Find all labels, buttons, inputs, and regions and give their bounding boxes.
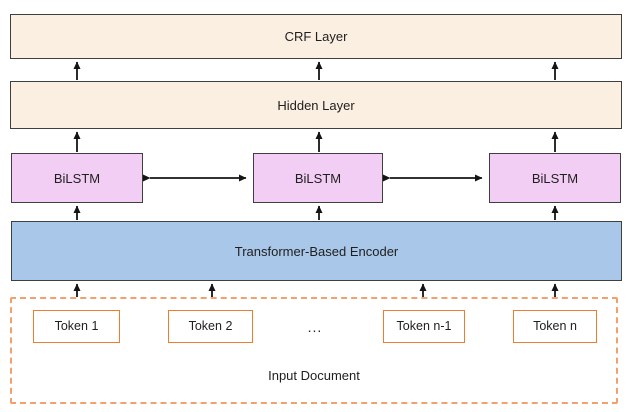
arrows-encoder-to-bilstm: [73, 205, 559, 220]
bilstm-right-label: BiLSTM: [531, 170, 579, 186]
token-n-label: Token n: [533, 319, 577, 334]
transformer-encoder-label: Transformer-Based Encoder: [234, 243, 399, 259]
node-token-2: Token 2: [168, 310, 253, 343]
token-1-label: Token 1: [54, 319, 99, 334]
hidden-layer-label: Hidden Layer: [277, 97, 355, 113]
node-crf-layer: CRF Layer: [10, 14, 622, 59]
token-n-1-label: Token n-1: [396, 319, 452, 334]
token-2-label: Token 2: [188, 319, 233, 334]
arrows-hidden-to-crf: [73, 61, 559, 80]
arrows-bilstm-to-hidden: [73, 131, 559, 152]
node-hidden-layer: Hidden Layer: [10, 81, 622, 129]
bilstm-center-label: BiLSTM: [294, 170, 342, 186]
node-bilstm-center: BiLSTM: [253, 153, 383, 203]
bilstm-left-label: BiLSTM: [53, 170, 101, 186]
crf-layer-label: CRF Layer: [284, 29, 348, 44]
node-token-1: Token 1: [33, 310, 120, 343]
node-bilstm-right: BiLSTM: [489, 153, 621, 203]
tokens-ellipsis: ...: [307, 319, 323, 335]
node-transformer-encoder: Transformer-Based Encoder: [11, 221, 622, 281]
node-token-n-1: Token n-1: [383, 310, 465, 343]
input-document-label: Input Document: [268, 368, 360, 383]
node-bilstm-left: BiLSTM: [11, 153, 143, 203]
node-token-n: Token n: [513, 310, 597, 343]
